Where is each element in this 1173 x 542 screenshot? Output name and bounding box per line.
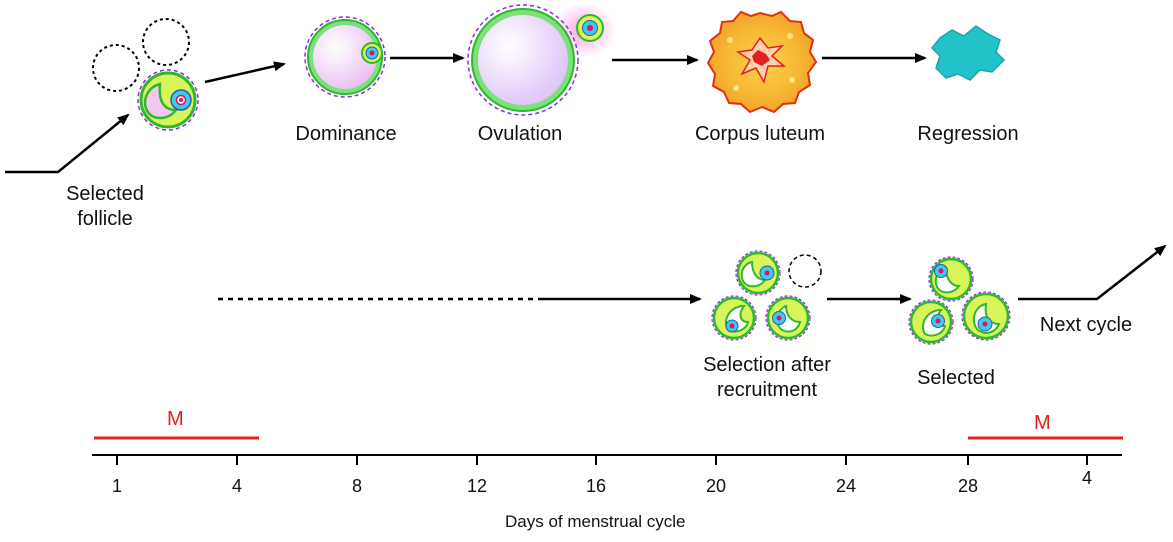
corpus-luteum-icon [706,10,818,114]
ovulating-follicle-icon [467,4,614,116]
entry-arrow [5,113,130,174]
tick-label: 16 [585,476,607,496]
selected-follicle-icon [961,291,1011,341]
label-next-cycle: Next cycle [1039,314,1133,336]
label-ovulation: Ovulation [477,123,563,145]
selected-follicle-icon [908,299,954,345]
label-selected: Selected [917,367,995,389]
tick-label: 4 [231,476,242,496]
regression-icon [930,25,1006,81]
tick-label: 28 [957,476,979,496]
label-corpus-luteum: Corpus luteum [694,123,826,145]
atretic-follicle-icon [788,254,822,288]
tick-label: 20 [705,476,727,496]
axis-title: Days of menstrual cycle [505,512,686,531]
arrow-to-dominance [204,61,286,84]
tick-label: 8 [351,476,362,496]
next-cycle-arrow [1018,244,1167,301]
timeline-ticks [116,455,1088,465]
dominant-follicle-icon [304,16,386,98]
label-selection-after-recruitment: Selection after recruitment [703,354,831,401]
atretic-follicle-icon [142,18,190,66]
tick-label: 4 [1081,468,1092,488]
selected-follicle-icon [137,69,199,131]
selected-follicle-icon [928,256,974,302]
recruited-follicle-icon [711,295,757,341]
label-regression: Regression [917,123,1019,145]
label-dominance: Dominance [295,123,397,145]
atretic-follicle-icon [92,44,140,92]
tick-label: 1 [111,476,122,496]
menses-label-start: M [167,408,184,430]
label-selected-follicle: Selected follicle [66,183,144,230]
tick-label: 12 [466,476,488,496]
recruited-follicle-icon [765,295,811,341]
recruited-follicle-icon [735,250,781,296]
tick-label: 24 [835,476,857,496]
menses-label-end: M [1034,412,1051,434]
